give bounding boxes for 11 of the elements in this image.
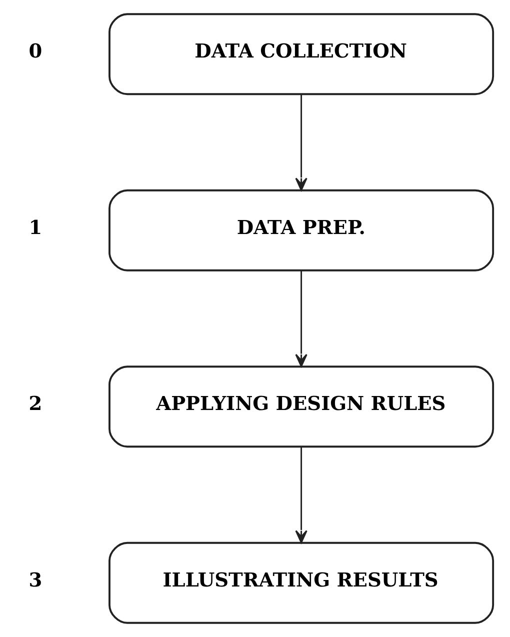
- arrow: [295, 447, 308, 544]
- node-box: DATA PREP.: [108, 189, 494, 272]
- node-label: 3: [28, 568, 42, 592]
- node-label: 2: [28, 392, 42, 416]
- node-box: APPLYING DESIGN RULES: [108, 366, 494, 448]
- arrow: [295, 94, 308, 191]
- node-label: 0: [28, 40, 42, 63]
- node-box: DATA COLLECTION: [108, 13, 494, 96]
- arrow: [295, 270, 308, 368]
- node-box: ILLUSTRATING RESULTS: [108, 542, 494, 624]
- node-label: 1: [28, 216, 42, 239]
